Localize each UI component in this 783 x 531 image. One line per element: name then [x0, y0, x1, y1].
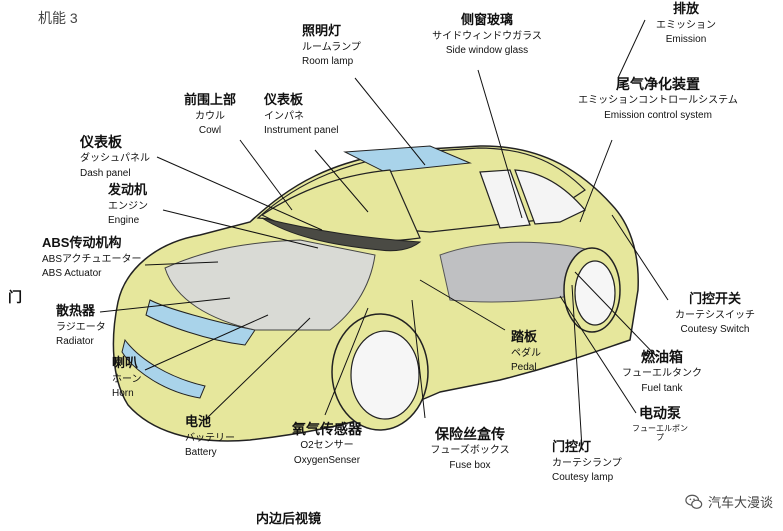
label-ja: エンジン [108, 200, 148, 212]
label-zh: 保险丝盒传 [435, 426, 505, 442]
label-ja: カーテシランプ [552, 457, 622, 469]
label-en: OxygenSenser [293, 454, 361, 466]
label-en: Instrument panel [264, 125, 339, 137]
headlight [145, 299, 256, 346]
side-window-front [479, 169, 531, 229]
label-zh: 内边后视镜 [256, 511, 322, 526]
label-abs-actuator: ABS传动机构 ABSアクチュエーター ABS Actuator [42, 235, 142, 280]
label-en: Battery [185, 447, 217, 459]
label-pedal: 踏板 ペダル Pedal [511, 329, 541, 374]
label-courtesy-lamp: 门控灯 カーテシランプ Coutesy lamp [552, 439, 622, 484]
watermark: 汽车大漫谈 [685, 492, 773, 511]
label-cowl: 前围上部 カウル Cowl [178, 92, 242, 137]
label-ja: サイドウィンドウガラス [432, 30, 542, 42]
front-wheel [331, 313, 429, 431]
label-zh: 排放 [672, 1, 699, 16]
label-engine: 发动机 エンジン Engine [108, 182, 148, 227]
label-ja: ABSアクチュエーター [42, 253, 142, 265]
label-zh: 电池 [185, 414, 212, 429]
label-ja: フューエルポンプ [632, 424, 688, 443]
label-zh: 喇叭 [112, 355, 139, 370]
label-zh: 侧窗玻璃 [460, 12, 513, 27]
label-ja: フューエルタンク [622, 368, 702, 380]
label-dash-panel: 仪表板 ダッシュパネル Dash panel [80, 134, 150, 179]
label-en: Coutesy Switch [680, 324, 750, 336]
label-ja: O2センサー [300, 440, 354, 452]
label-en: Fuel tank [641, 382, 683, 394]
front-bumper-glass [121, 338, 206, 399]
label-en: Engine [108, 215, 140, 227]
label-ja: カーテシスイッチ [675, 309, 755, 321]
label-zh: 门控灯 [552, 439, 592, 454]
label-en: Radiator [56, 336, 94, 348]
label-en: Emission [665, 34, 707, 46]
label-zh: 仪表板 [264, 92, 304, 107]
label-battery: 电池 バッテリー Battery [185, 414, 235, 459]
side-window-rear [514, 169, 586, 225]
label-ja: バッテリー [185, 432, 235, 444]
label-zh: 尾气净化装置 [616, 76, 700, 92]
dashboard [261, 217, 422, 252]
label-zh: ABS传动机构 [42, 235, 122, 250]
stray-label: 门 [8, 289, 22, 305]
label-ja: フューズボックス [430, 445, 510, 457]
label-side-window-glass: 侧窗玻璃 サイドウィンドウガラス Side window glass [422, 12, 552, 57]
wechat-icon [685, 494, 703, 509]
label-en: ABS Actuator [42, 268, 102, 280]
label-ja: エミッションコントロールシステム [578, 95, 738, 107]
label-emission-control-system: 尾气净化装置 エミッションコントロールシステム Emission control… [558, 76, 758, 121]
label-zh: 照明灯 [302, 23, 342, 38]
watermark-text: 汽车大漫谈 [707, 495, 773, 510]
label-en: Emission control system [604, 109, 712, 121]
label-ja: インパネ [264, 110, 304, 122]
page-label: 机能 3 [38, 10, 78, 26]
label-en: Side window glass [445, 45, 529, 57]
label-en: Room lamp [302, 56, 354, 68]
label-horn: 喇叭 ホーン Horn [112, 355, 142, 400]
label-ja: ラジエータ [56, 321, 106, 333]
label-fuel-tank: 燃油箱 フューエルタンク Fuel tank [612, 349, 712, 394]
label-en: Cowl [198, 125, 222, 137]
label-zh: 电动泵 [639, 405, 681, 421]
label-radiator: 散热器 ラジエータ Radiator [56, 303, 106, 348]
label-en: Horn [112, 388, 134, 400]
label-ja: ホーン [112, 373, 142, 385]
label-fuse-box: 保险丝盒传 フューズボックス Fuse box [415, 426, 525, 471]
leader-lines [99, 19, 669, 449]
label-zh: 仪表板 [80, 134, 122, 150]
label-ja: ルームランプ [302, 41, 361, 53]
label-emission: 排放 エミッション Emission [646, 1, 726, 46]
label-courtesy-switch: 门控开关 カーテシスイッチ Coutesy Switch [665, 291, 765, 336]
label-zh: 燃油箱 [641, 349, 683, 365]
label-instrument-panel: 仪表板 インパネ Instrument panel [264, 92, 339, 137]
label-zh: 氧气传感器 [292, 421, 362, 437]
label-zh: 踏板 [511, 329, 538, 344]
label-en: Coutesy lamp [552, 472, 614, 484]
label-inner-mirror: 内边后视镜 [256, 511, 322, 527]
label-en: Dash panel [80, 167, 131, 179]
label-ja: ペダル [511, 347, 541, 359]
sunroof-glass [343, 145, 472, 173]
label-room-lamp: 照明灯 ルームランプ Room lamp [302, 23, 361, 68]
label-ja: エミッション [656, 19, 716, 31]
label-zh: 门控开关 [688, 291, 741, 306]
label-zh: 发动机 [108, 182, 148, 197]
label-oxygen-sensor: 氧气传感器 O2センサー OxygenSenser [282, 421, 372, 466]
label-zh: 散热器 [56, 303, 96, 318]
label-zh: 前围上部 [183, 92, 236, 107]
label-fuel-pump: 电动泵 フューエルポンプ [615, 405, 705, 442]
label-ja: カウル [195, 110, 225, 122]
label-en: Pedal [511, 362, 537, 374]
label-en: Fuse box [449, 459, 491, 471]
label-ja: ダッシュパネル [80, 153, 150, 165]
